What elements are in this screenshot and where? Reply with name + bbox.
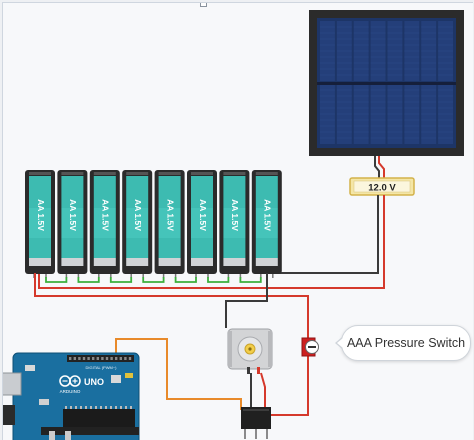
battery-pack[interactable]: AA 1.5V AA 1.5V AA 1.5V AA 1.5V AA 1.5V AA 1.… (25, 170, 282, 278)
battery-cell[interactable]: AA 1.5V (219, 170, 250, 278)
battery-cell[interactable]: AA 1.5V (25, 170, 55, 278)
battery-cell[interactable]: AA 1.5V (122, 170, 153, 278)
battery-series-links (45, 277, 262, 283)
arduino-uno[interactable]: DIGITAL (PWM~) UNO ARDUINO (3, 352, 140, 440)
dc-motor[interactable] (227, 328, 273, 374)
battery-label: AA 1.5V (230, 199, 240, 231)
battery-label: AA 1.5V (36, 199, 46, 231)
digital-header-label: DIGITAL (PWM~) (86, 365, 118, 370)
battery-cell[interactable]: AA 1.5V (187, 170, 217, 278)
battery-label: AA 1.5V (198, 199, 208, 231)
voltmeter[interactable]: 12.0 V (349, 177, 415, 196)
voltmeter-leads (38, 195, 385, 289)
pressure-switch-label: AAA Pressure Switch (346, 336, 466, 350)
minus-circle-icon (305, 340, 319, 354)
battery-label: AA 1.5V (165, 199, 175, 231)
pressure-switch[interactable] (301, 337, 319, 357)
battery-cell[interactable]: AA 1.5V (89, 170, 120, 278)
battery-label: AA 1.5V (263, 199, 273, 231)
bus-wires (34, 273, 309, 416)
voltmeter-reading: 12.0 V (368, 183, 396, 194)
arduino-model: UNO (84, 377, 104, 387)
battery-cell[interactable]: AA 1.5V (251, 170, 282, 278)
solar-leads (374, 156, 385, 179)
battery-label: AA 1.5V (101, 199, 111, 231)
solar-panel[interactable] (309, 10, 464, 156)
battery-cell[interactable]: AA 1.5V (57, 170, 88, 278)
relay[interactable] (241, 407, 271, 439)
arduino-logo-icon (59, 375, 81, 387)
arduino-logo-text: ARDUINO (60, 389, 81, 394)
pressure-switch-tooltip: AAA Pressure Switch (335, 325, 471, 361)
battery-cell[interactable]: AA 1.5V (154, 170, 185, 278)
battery-label: AA 1.5V (68, 199, 78, 231)
signal-wire (115, 338, 242, 410)
battery-label: AA 1.5V (133, 199, 143, 231)
selection-handle[interactable] (200, 3, 207, 7)
